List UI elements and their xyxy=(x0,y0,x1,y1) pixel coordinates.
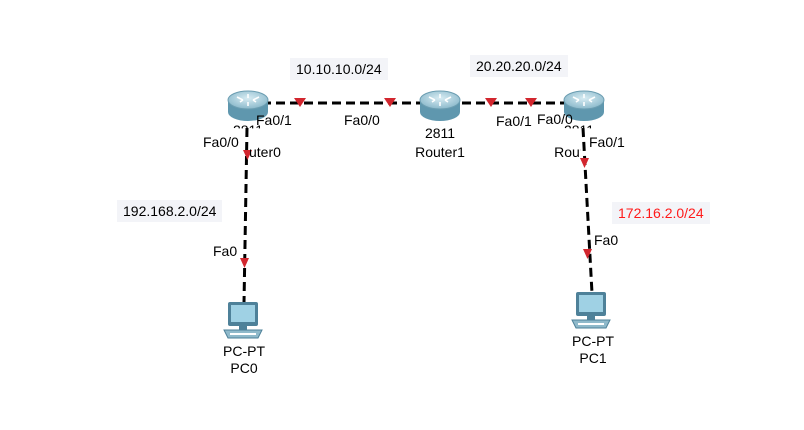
pc-icon[interactable] xyxy=(223,302,263,339)
port-label-router1-fa00: Fa0/0 xyxy=(344,112,380,128)
port-marker xyxy=(485,98,497,107)
pc0-model: PC-PT xyxy=(223,343,265,359)
network-label-20-20-20: 20.20.20.0/24 xyxy=(470,55,568,77)
port-label-pc1-fa0: Fa0 xyxy=(594,232,619,248)
router0-name: Router0 xyxy=(231,144,281,160)
pc0-name: PC0 xyxy=(230,360,258,376)
router-icon[interactable] xyxy=(419,90,461,121)
pc1-model: PC-PT xyxy=(572,333,614,349)
port-markers xyxy=(240,98,592,268)
links xyxy=(242,101,594,304)
port-marker xyxy=(525,98,537,107)
port-label-router0-fa00: Fa0/0 xyxy=(203,134,239,150)
router0-model: 2811 xyxy=(232,122,264,138)
router1-model: 2811 xyxy=(424,125,456,141)
network-label-10-10-10: 10.10.10.0/24 xyxy=(290,58,388,80)
router-icon[interactable] xyxy=(227,90,269,121)
port-marker xyxy=(294,98,306,107)
router2-name: Router2 xyxy=(554,144,604,160)
port-label-pc0-fa0: Fa0 xyxy=(213,243,238,259)
pc-icon[interactable] xyxy=(571,292,611,329)
port-marker xyxy=(243,150,252,160)
network-label-172-16-2: 172.16.2.0/24 xyxy=(612,202,710,224)
port-marker xyxy=(583,249,592,259)
port-marker xyxy=(240,258,249,268)
port-marker xyxy=(580,158,589,168)
router-icon[interactable] xyxy=(563,90,605,121)
port-label-router2-fa01: Fa0/1 xyxy=(589,134,625,150)
router2-model: 2811 xyxy=(563,122,595,138)
port-label-router0-fa01: Fa0/1 xyxy=(256,112,292,128)
port-marker xyxy=(384,98,396,107)
port-label-router2-fa00: Fa0/0 xyxy=(537,111,573,127)
network-label-192-168-2: 192.168.2.0/24 xyxy=(117,200,223,222)
port-label-router1-fa01: Fa0/1 xyxy=(496,113,532,129)
pc1-name: PC1 xyxy=(579,350,607,366)
link-router2-pc1[interactable] xyxy=(581,127,594,294)
router1-name: Router1 xyxy=(415,144,465,160)
